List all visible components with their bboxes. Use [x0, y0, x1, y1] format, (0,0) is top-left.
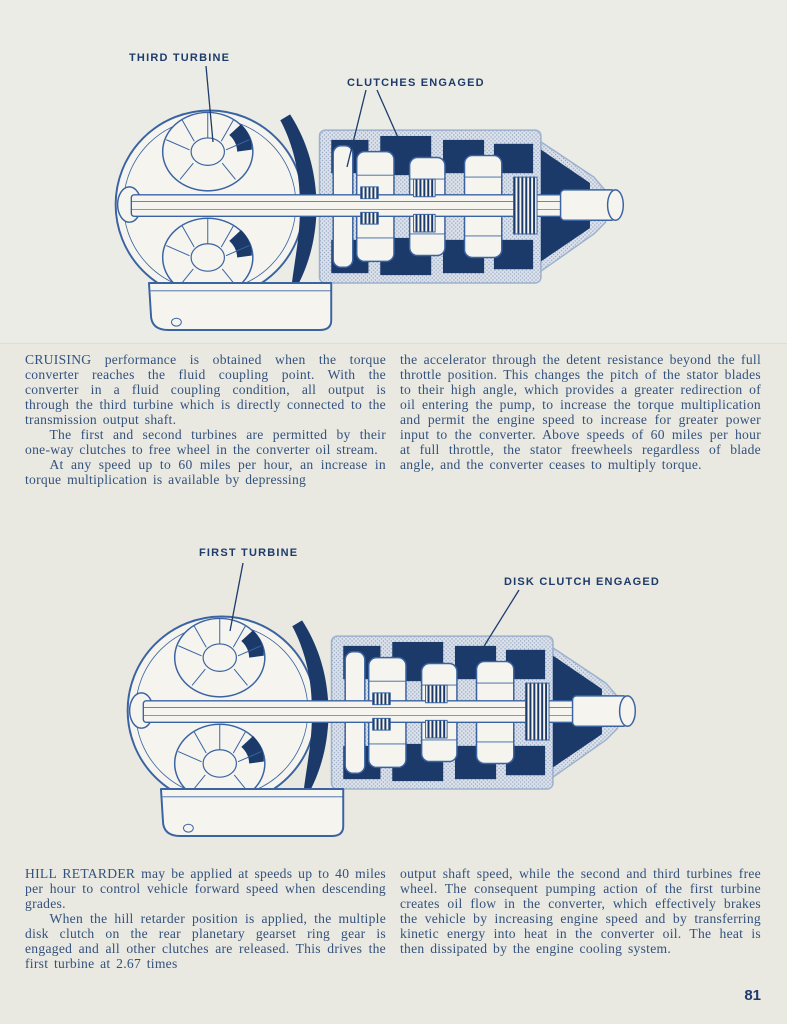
leader-line-disk-clutch: [467, 589, 520, 673]
paragraph: CRUISING performance is obtained when th…: [25, 352, 386, 427]
leader-line-third-turbine: [205, 65, 214, 143]
paragraph: The first and second turbines are permit…: [25, 427, 386, 457]
paragraph: HILL RETARDER may be applied at speeds u…: [25, 866, 386, 911]
first-turbine-label: FIRST TURBINE: [199, 547, 299, 559]
figure-clutches-engaged: THIRD TURBINE CLUTCHES ENGAGED: [0, 0, 787, 345]
hill-retarder-section: HILL RETARDER may be applied at speeds u…: [25, 866, 762, 971]
leader-line-clutch-2: [376, 89, 408, 159]
paragraph: the accelerator through the detent resis…: [400, 352, 761, 472]
cruising-right-column: the accelerator through the detent resis…: [400, 352, 761, 487]
page-number: 81: [744, 987, 761, 1004]
paragraph: output shaft speed, while the second and…: [400, 866, 761, 956]
clutches-engaged-label: CLUTCHES ENGAGED: [347, 77, 485, 89]
third-turbine-label: THIRD TURBINE: [129, 52, 231, 64]
paragraph: When the hill retarder position is appli…: [25, 911, 386, 971]
disk-clutch-engaged-label: DISK CLUTCH ENGAGED: [504, 576, 661, 588]
transmission-cutaway-illustration: [126, 562, 637, 837]
cruising-section: CRUISING performance is obtained when th…: [25, 352, 762, 487]
cruising-left-column: CRUISING performance is obtained when th…: [25, 352, 386, 487]
transmission-cutaway-illustration: [114, 65, 625, 331]
hill-right-column: output shaft speed, while the second and…: [400, 866, 761, 971]
leader-line-clutch-1: [346, 89, 367, 168]
paragraph: At any speed up to 60 miles per hour, an…: [25, 457, 386, 487]
figure-disk-clutch-engaged: FIRST TURBINE DISK CLUTCH ENGAGED: [0, 535, 787, 865]
hill-left-column: HILL RETARDER may be applied at speeds u…: [25, 866, 386, 971]
leader-line-first-turbine: [229, 562, 244, 632]
